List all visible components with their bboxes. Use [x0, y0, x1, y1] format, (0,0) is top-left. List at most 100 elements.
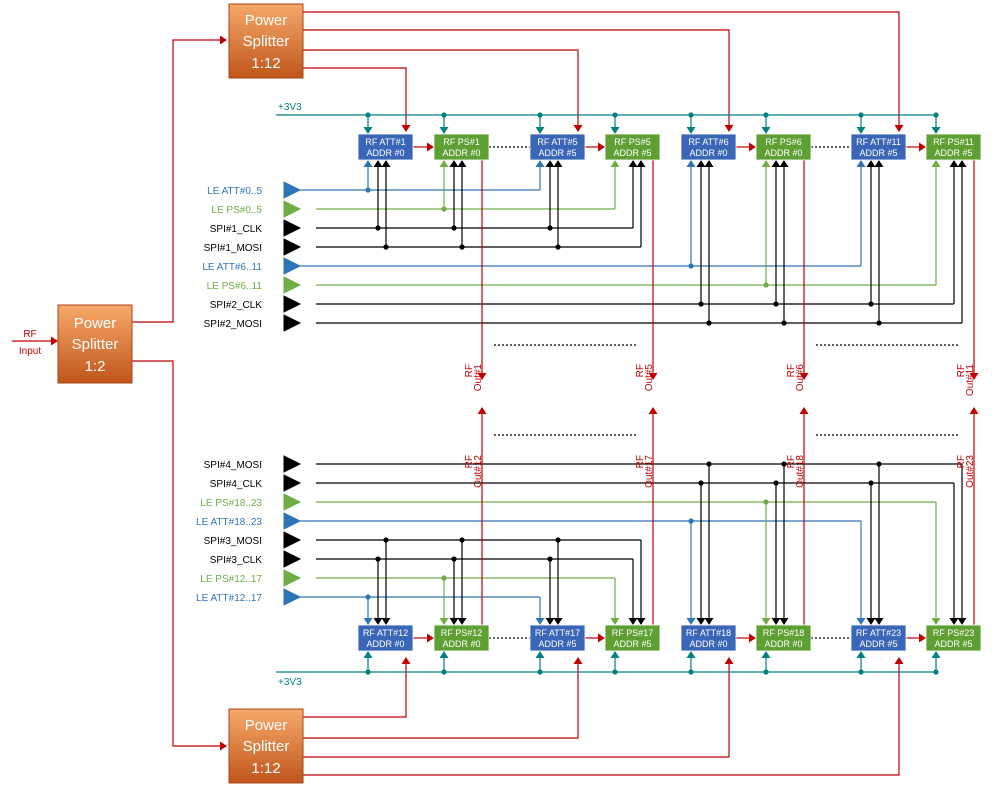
spi-mosi-arrowhead — [779, 160, 789, 167]
power-splitter-1-12-top-line2: Splitter — [243, 33, 290, 50]
spi-clk-arrowhead — [949, 618, 959, 625]
power-splitter-1-12-top — [228, 3, 304, 79]
rf-chain-arrowhead — [919, 633, 926, 643]
block-address-label: ADDR #0 — [442, 148, 480, 158]
spi-mosi-arrowhead — [636, 618, 646, 625]
block-name-label: RF ATT#5 — [537, 137, 577, 147]
spi-clk-arrowhead — [449, 618, 459, 625]
block-name-label: RF ATT#18 — [686, 628, 731, 638]
rf-input-arrowhead — [51, 336, 58, 346]
blocks — [57, 3, 982, 784]
rf-output-label-out: Out#11 — [965, 364, 976, 396]
signal-label: LE ATT#18..23 — [196, 517, 262, 528]
buffer-triangle — [283, 238, 302, 256]
block-name-label: RF ATT#12 — [363, 628, 408, 638]
spi-mosi-arrowhead — [636, 160, 646, 167]
rf-output-arrowhead — [477, 407, 487, 414]
rf-output-label-out: Out#1 — [473, 364, 484, 392]
power-splitter-1-2 — [57, 304, 133, 384]
le-ps-arrowhead — [931, 618, 941, 625]
rf-attenuator-block — [357, 624, 414, 652]
rf-feed-wire — [303, 664, 579, 739]
block-name-label: RF PS#6 — [765, 137, 802, 147]
rf-attenuator-block — [850, 133, 907, 161]
wires — [12, 11, 979, 776]
rf-attenuator-block — [529, 133, 586, 161]
block-name-label: RF ATT#11 — [856, 137, 901, 147]
signal-label: LE ATT#0..5 — [207, 186, 262, 197]
spi-mosi-arrowhead — [957, 618, 967, 625]
spi-clk-arrowhead — [771, 618, 781, 625]
block-name-label: RF ATT#17 — [535, 628, 580, 638]
supply-arrowhead — [610, 651, 620, 658]
rf-feed-wire — [303, 664, 407, 718]
rf-split-arrowhead-bottom — [220, 741, 227, 751]
rf-phase-shifter-block — [755, 133, 812, 161]
le-ps-arrowhead — [931, 160, 941, 167]
rf-phase-shifter-block — [433, 133, 490, 161]
supply-arrowhead — [439, 127, 449, 134]
le-att-arrowhead — [686, 160, 696, 167]
labels: RFInputPowerSplitter1:2PowerSplitter1:12… — [19, 12, 976, 777]
buffer-triangle — [283, 588, 302, 606]
spi-mosi-arrowhead — [874, 618, 884, 625]
block-address-label: ADDR #0 — [764, 148, 802, 158]
rf-feed-arrowhead — [573, 125, 583, 132]
supply-arrowhead — [610, 127, 620, 134]
supply-arrowhead — [761, 651, 771, 658]
block-name-label: RF PS#11 — [933, 137, 974, 147]
spi-clk-arrowhead — [696, 618, 706, 625]
le-att-arrowhead — [363, 160, 373, 167]
rf-input-label-line2: Input — [19, 346, 41, 357]
spi-mosi-arrowhead — [874, 160, 884, 167]
spi-clk-arrowhead — [373, 618, 383, 625]
le-att-arrowhead — [535, 160, 545, 167]
block-address-label: ADDR #5 — [613, 148, 651, 158]
power-splitter-1-2-line3: 1:2 — [85, 358, 106, 375]
supply-arrowhead — [761, 127, 771, 134]
buffer-triangle — [283, 474, 302, 492]
buffer-triangle — [283, 200, 302, 218]
block-address-label: ADDR #5 — [934, 639, 972, 649]
rf-split-wire-top — [132, 39, 220, 323]
spi-mosi-arrowhead — [957, 160, 967, 167]
spi-mosi-arrowhead — [553, 618, 563, 625]
buffer-triangle — [283, 493, 302, 511]
power-splitter-1-2-line1: Power — [74, 315, 117, 332]
rf-feed-arrowhead — [573, 657, 583, 664]
rf-chain-arrowhead — [598, 633, 605, 643]
rf-chain-arrowhead — [919, 142, 926, 152]
supply-arrowhead — [856, 651, 866, 658]
rf-output-arrowhead — [969, 407, 979, 414]
rf-phase-shifter-block — [925, 624, 982, 652]
rf-output-label-rf: RF — [635, 455, 646, 468]
signal-label: LE PS#0..5 — [211, 205, 262, 216]
rf-feed-wire — [303, 664, 900, 776]
rf-feed-arrowhead — [724, 125, 734, 132]
supply-label: +3V3 — [278, 102, 302, 113]
buffer-triangle — [283, 295, 302, 313]
block-name-label: RF ATT#1 — [365, 137, 405, 147]
signal-label: LE ATT#6..11 — [202, 262, 262, 273]
rf-chain-arrowhead — [598, 142, 605, 152]
block-address-label: ADDR #0 — [366, 148, 404, 158]
block-name-label: RF PS#5 — [614, 137, 651, 147]
block-address-label: ADDR #5 — [538, 148, 576, 158]
rf-phase-shifter-block — [755, 624, 812, 652]
rf-input-label-line1: RF — [23, 329, 36, 340]
le-ps-arrowhead — [439, 160, 449, 167]
spi-clk-arrowhead — [866, 160, 876, 167]
rf-phase-shifter-block — [604, 624, 661, 652]
block-name-label: RF PS#1 — [443, 137, 480, 147]
rf-feed-wire — [303, 29, 730, 125]
rf-phase-shifter-block — [433, 624, 490, 652]
buffer-triangle — [283, 219, 302, 237]
block-address-label: ADDR #5 — [859, 148, 897, 158]
supply-arrowhead — [363, 127, 373, 134]
rf-output-arrowhead — [799, 373, 809, 380]
spi-clk-arrowhead — [866, 618, 876, 625]
power-splitter-1-12-bottom-line3: 1:12 — [251, 760, 280, 777]
rf-attenuator-block — [357, 133, 414, 161]
supply-arrowhead — [931, 651, 941, 658]
signal-label: LE PS#18..23 — [200, 498, 262, 509]
